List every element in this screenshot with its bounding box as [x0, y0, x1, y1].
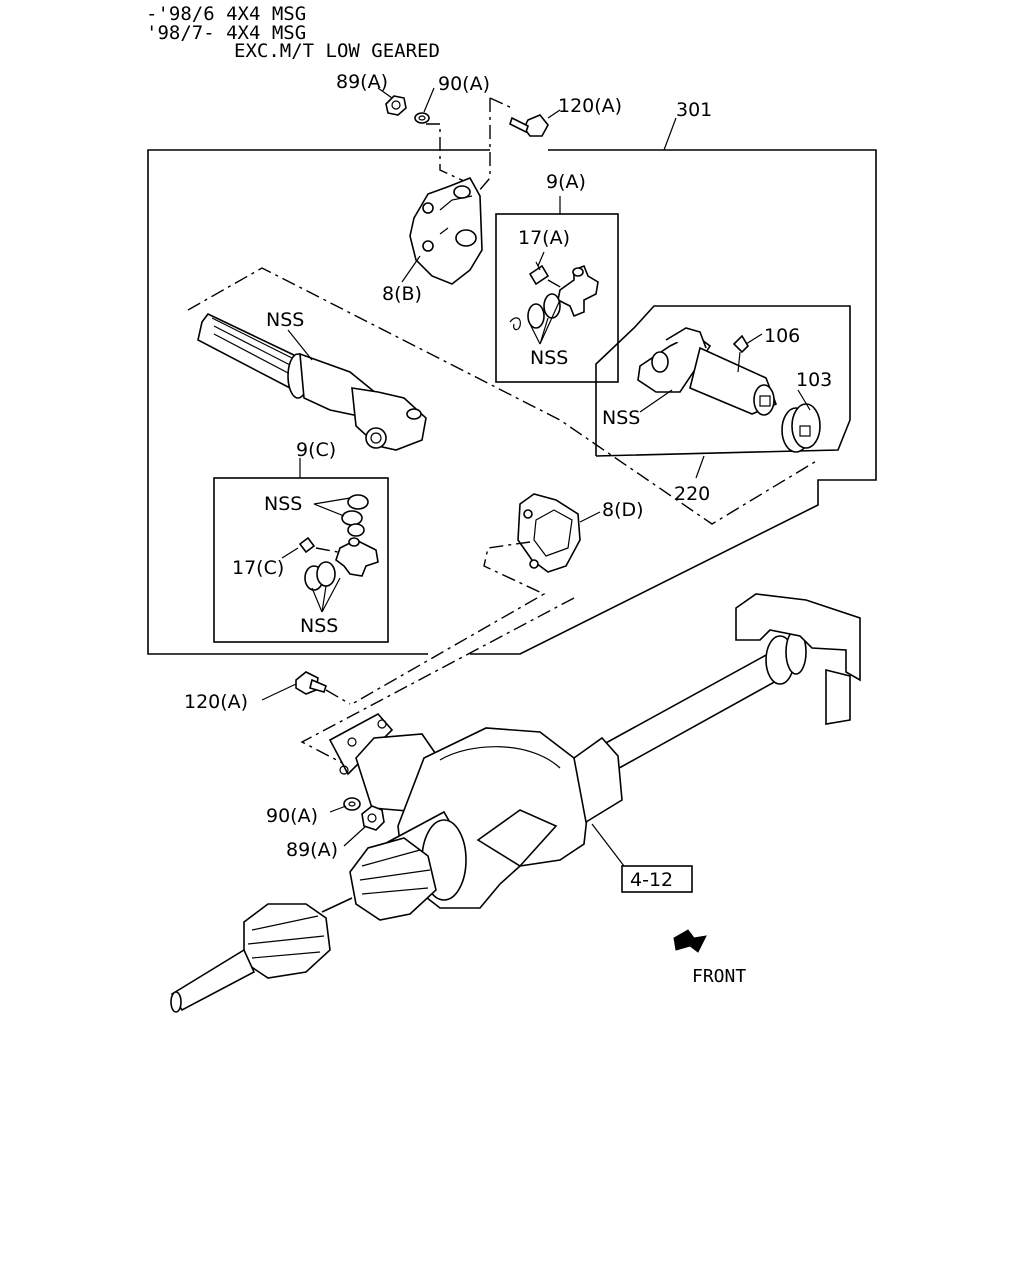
label-front: FRONT — [692, 966, 746, 987]
leader-dashes-top — [426, 97, 513, 193]
label-89a-bottom: 89(A) — [286, 839, 338, 861]
washer-90a-top — [414, 87, 435, 124]
label-9a: 9(A) — [546, 171, 586, 193]
kit-9a — [495, 196, 619, 383]
nut-89a-bottom — [343, 805, 385, 847]
label-220: 220 — [674, 483, 710, 505]
axle-housing — [170, 593, 861, 1013]
ref-4-12-box — [621, 865, 693, 893]
label-nss-9c-bottom: NSS — [300, 615, 338, 637]
label-89a-top: 89(A) — [336, 71, 388, 93]
label-9c: 9(C) — [296, 439, 336, 461]
kit-9c — [213, 458, 389, 643]
label-nss-shaft: NSS — [266, 309, 304, 331]
model-line-2: '98/7- 4X4 MSG — [146, 22, 307, 44]
label-nss-9c-top: NSS — [264, 493, 302, 515]
label-8b: 8(B) — [382, 283, 422, 305]
flange-yoke-8d — [300, 493, 601, 769]
label-17a: 17(A) — [518, 227, 570, 249]
washer-90a-bottom — [329, 797, 361, 813]
label-17c: 17(C) — [232, 557, 284, 579]
label-8d: 8(D) — [602, 499, 644, 521]
nut-89a-top — [377, 87, 407, 116]
label-nss-220: NSS — [602, 407, 640, 429]
model-line-1: -'98/6 4X4 MSG — [146, 3, 307, 25]
flange-yoke-8b — [401, 176, 483, 285]
label-ref-4-12: 4-12 — [630, 869, 673, 891]
label-103: 103 — [796, 369, 832, 391]
bolt-120a-bottom — [261, 671, 351, 705]
bolt-120a-top — [509, 109, 561, 137]
assembly-301-frame — [147, 117, 877, 655]
label-301: 301 — [676, 99, 712, 121]
label-90a-bottom: 90(A) — [266, 805, 318, 827]
slip-yoke-shaft — [187, 267, 819, 525]
front-arrow-icon — [673, 929, 707, 953]
label-106: 106 — [764, 325, 800, 347]
label-nss-9a: NSS — [530, 347, 568, 369]
kit-220 — [595, 305, 851, 479]
label-120a-top: 120(A) — [558, 95, 622, 117]
label-120a-bottom: 120(A) — [184, 691, 248, 713]
label-90a-top: 90(A) — [438, 73, 490, 95]
model-line-3: EXC.M/T LOW GEARED — [234, 40, 440, 62]
